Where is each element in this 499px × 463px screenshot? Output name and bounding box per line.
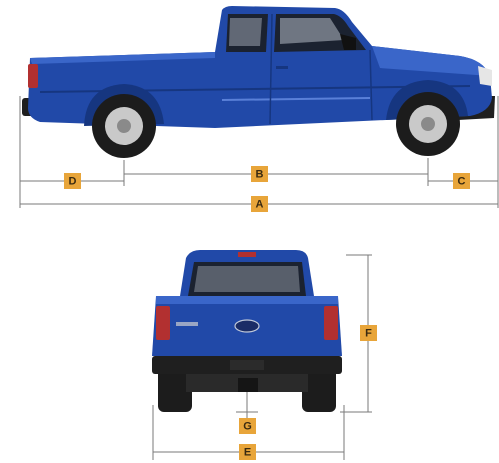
front-hub xyxy=(421,117,435,131)
tail-light-side xyxy=(28,64,38,88)
badge-f-label: F xyxy=(365,328,372,340)
side-dimensions: D B C A xyxy=(19,96,499,212)
body-trim xyxy=(221,97,371,101)
rear-right-tire xyxy=(302,362,336,412)
rear-view-truck xyxy=(152,250,342,412)
bed-rail xyxy=(30,52,215,64)
tail-light-right xyxy=(324,306,338,340)
model-badge xyxy=(176,322,198,326)
license-recess xyxy=(230,360,264,370)
badge-e: E xyxy=(239,444,256,460)
rear-window-glare xyxy=(229,18,262,46)
badge-a: A xyxy=(251,196,268,212)
badge-e-label: E xyxy=(244,447,251,459)
door-handle xyxy=(276,66,288,69)
rear-dimensions: F G E xyxy=(152,254,377,460)
badge-b: B xyxy=(251,166,268,182)
rear-hub xyxy=(117,119,131,133)
trailer-hitch xyxy=(238,378,258,392)
badge-b-label: B xyxy=(256,169,264,181)
badge-c: C xyxy=(453,173,470,189)
badge-d: D xyxy=(64,173,81,189)
badge-g-label: G xyxy=(243,421,252,433)
badge-f: F xyxy=(360,325,377,341)
side-mirror xyxy=(340,34,356,50)
badge-a-label: A xyxy=(256,199,264,211)
door-seam-front xyxy=(369,49,373,121)
rear-left-tire xyxy=(158,362,192,412)
brand-emblem xyxy=(234,319,260,333)
badge-c-label: C xyxy=(458,176,466,188)
door-window-glare xyxy=(280,18,344,44)
badge-g: G xyxy=(239,418,256,434)
rear-glass-glare xyxy=(194,266,300,292)
door-seam xyxy=(269,13,273,125)
side-view-truck xyxy=(22,6,495,158)
high-mount-brake-light xyxy=(238,252,256,257)
headlight xyxy=(478,66,492,86)
badge-d-label: D xyxy=(69,176,77,188)
hood xyxy=(372,46,490,76)
tail-light-left xyxy=(156,306,170,340)
tailgate-top xyxy=(156,296,338,304)
